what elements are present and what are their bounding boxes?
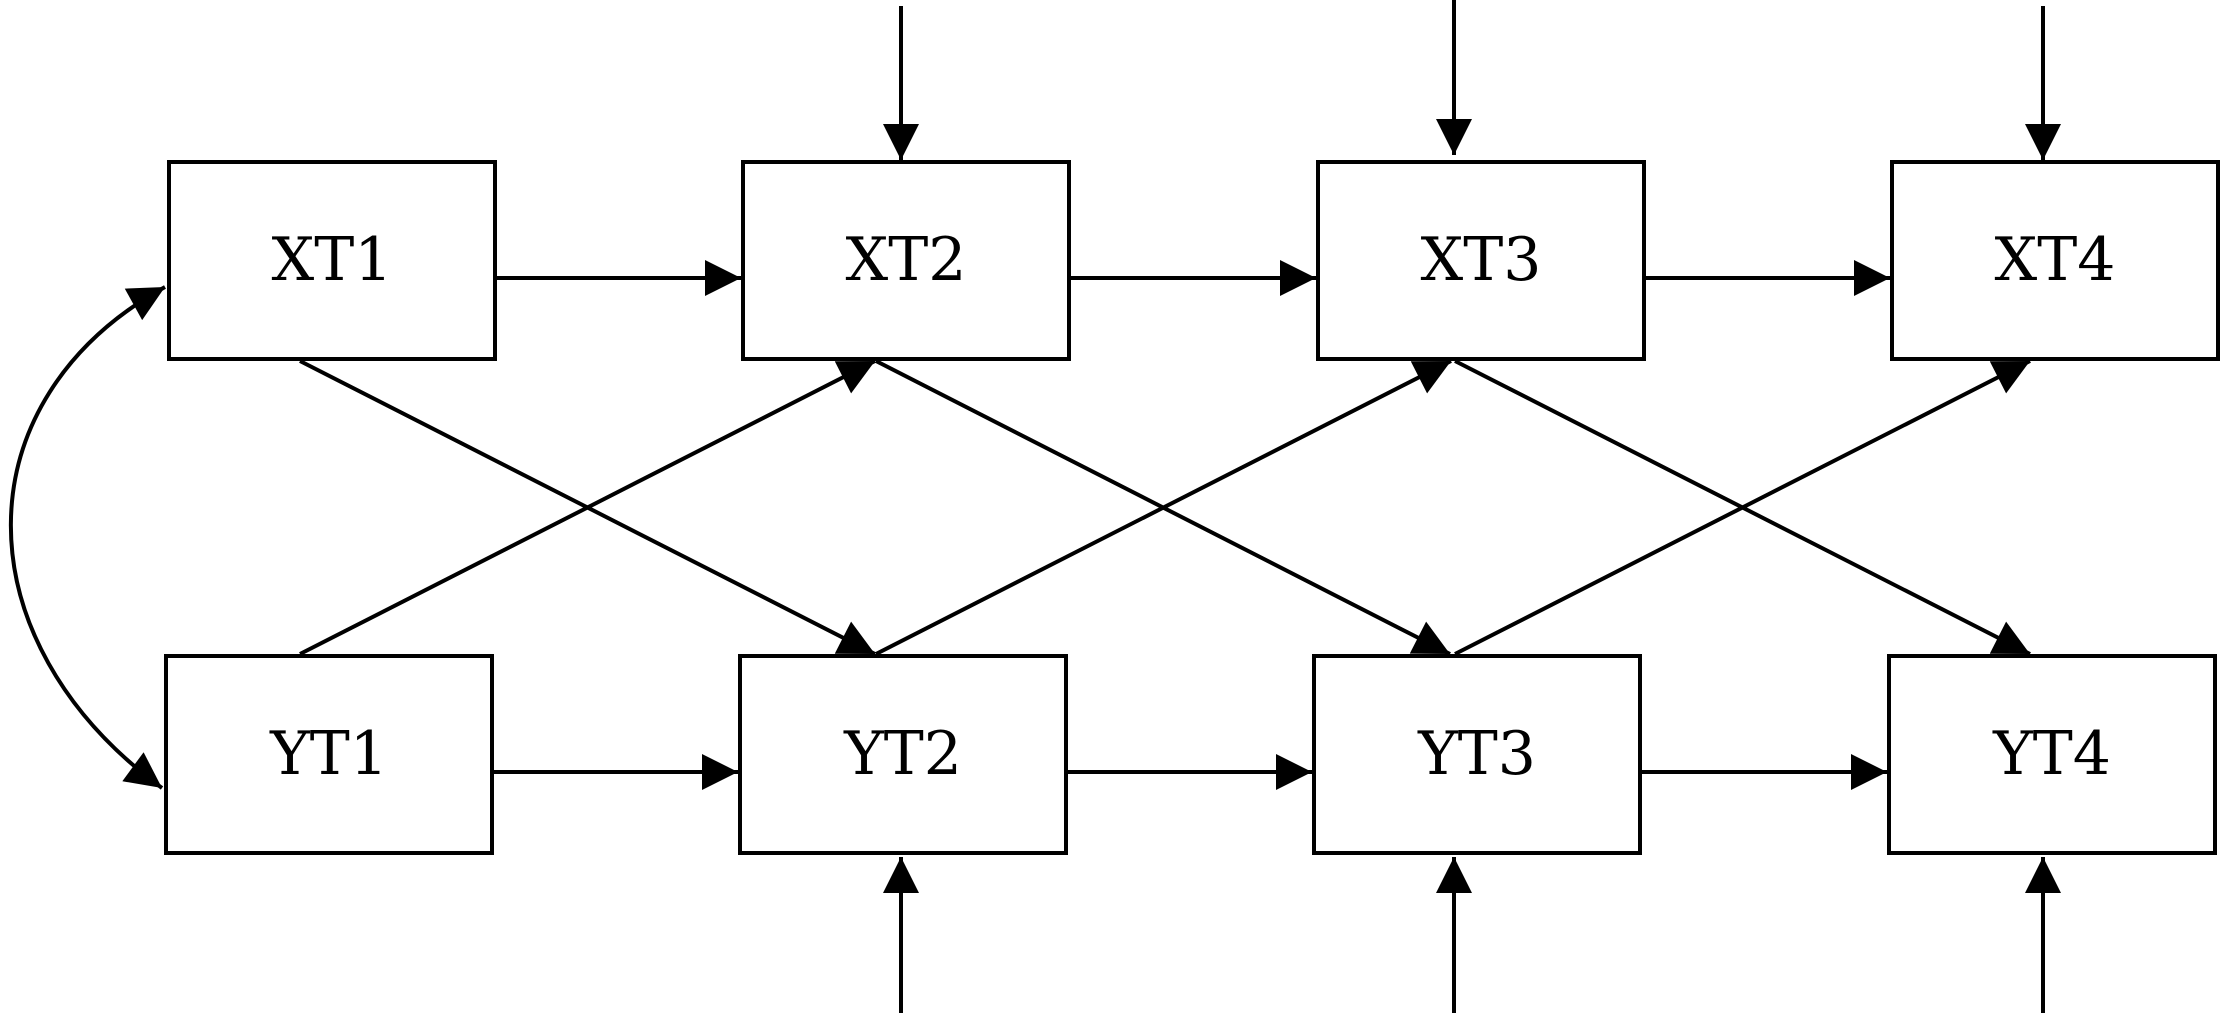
- node-box: [738, 654, 1068, 855]
- node-label: YT3: [1417, 719, 1536, 789]
- node-box: [1887, 654, 2217, 855]
- node-label: XT2: [846, 225, 967, 295]
- node-box: [1312, 654, 1642, 855]
- arrow-YT3-to-XT4: [1454, 359, 2031, 656]
- arrow-YT2-to-XT3: [875, 359, 1452, 656]
- node-label: YT1: [269, 719, 388, 789]
- node-box: [1890, 160, 2220, 361]
- node-XT4: XT4: [1890, 160, 2220, 361]
- covariance-XT1-YT1: [9, 285, 166, 790]
- node-box: [1316, 160, 1646, 361]
- node-box: [167, 160, 497, 361]
- node-label: XT1: [272, 225, 393, 295]
- node-XT3: XT3: [1316, 160, 1646, 361]
- node-YT4: YT4: [1887, 654, 2217, 855]
- node-YT3: YT3: [1312, 654, 1642, 855]
- node-XT1: XT1: [167, 160, 497, 361]
- node-label: XT3: [1421, 225, 1542, 295]
- node-YT2: YT2: [738, 654, 1068, 855]
- arrow-YT1-to-XT2: [299, 359, 876, 656]
- node-label: YT2: [843, 719, 962, 789]
- node-box: [164, 654, 494, 855]
- node-box: [741, 160, 1071, 361]
- node-label: XT4: [1995, 225, 2116, 295]
- node-label: YT4: [1992, 719, 2111, 789]
- node-YT1: YT1: [164, 654, 494, 855]
- node-XT2: XT2: [741, 160, 1071, 361]
